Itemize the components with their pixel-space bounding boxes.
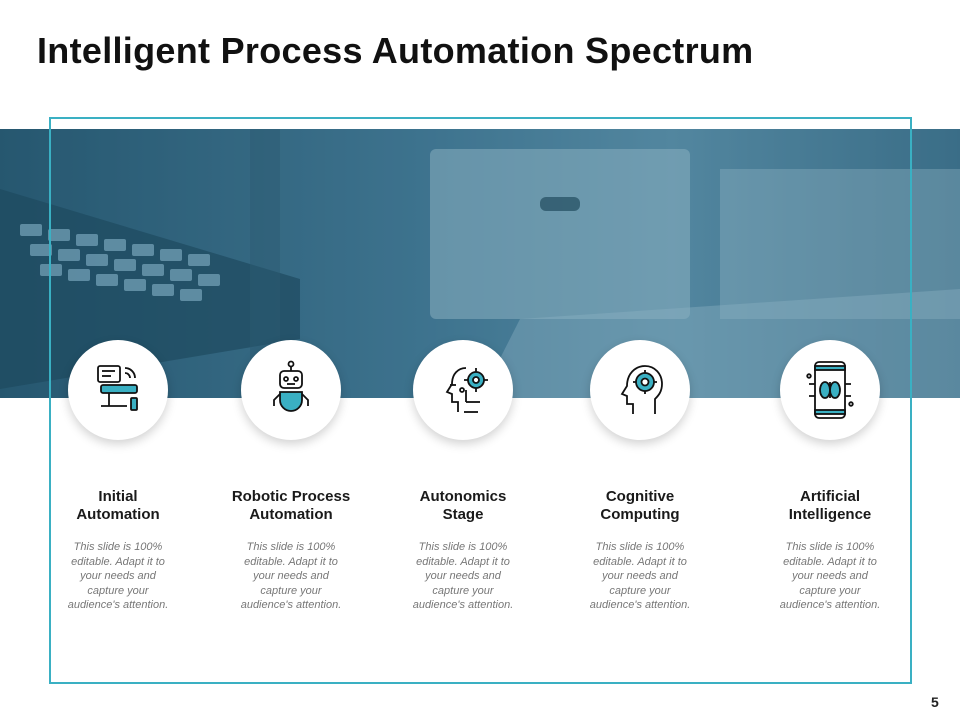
step-description: This slide is 100% editable. Adapt it to… (412, 541, 514, 611)
step-description: This slide is 100% editable. Adapt it to… (589, 541, 691, 611)
step-title: Initial Automation (76, 488, 160, 523)
icon-circle (413, 340, 513, 440)
step-title: Autonomics Stage (419, 488, 507, 523)
icon-circle (780, 340, 880, 440)
step-title: Robotic Process Automation (231, 488, 351, 523)
background-photo (0, 129, 960, 398)
head-gear-circuit-icon (445, 367, 488, 413)
icon-circle (241, 340, 341, 440)
step-description: This slide is 100% editable. Adapt it to… (240, 541, 342, 611)
server-network-icon (97, 365, 138, 411)
icon-circle (68, 340, 168, 440)
brain-gear-icon (620, 365, 663, 414)
icon-circle (590, 340, 690, 440)
ai-phone-brain-icon (806, 361, 854, 419)
step-description: This slide is 100% editable. Adapt it to… (67, 541, 169, 611)
step-title: Artificial Intelligence (788, 488, 872, 523)
robot-icon (273, 360, 309, 412)
desk-laptop-illustration (0, 129, 960, 398)
slide-title: Intelligent Process Automation Spectrum (37, 30, 754, 71)
page-number: 5 (931, 694, 939, 710)
step-description: This slide is 100% editable. Adapt it to… (779, 541, 881, 611)
step-title: Cognitive Computing (600, 488, 680, 523)
